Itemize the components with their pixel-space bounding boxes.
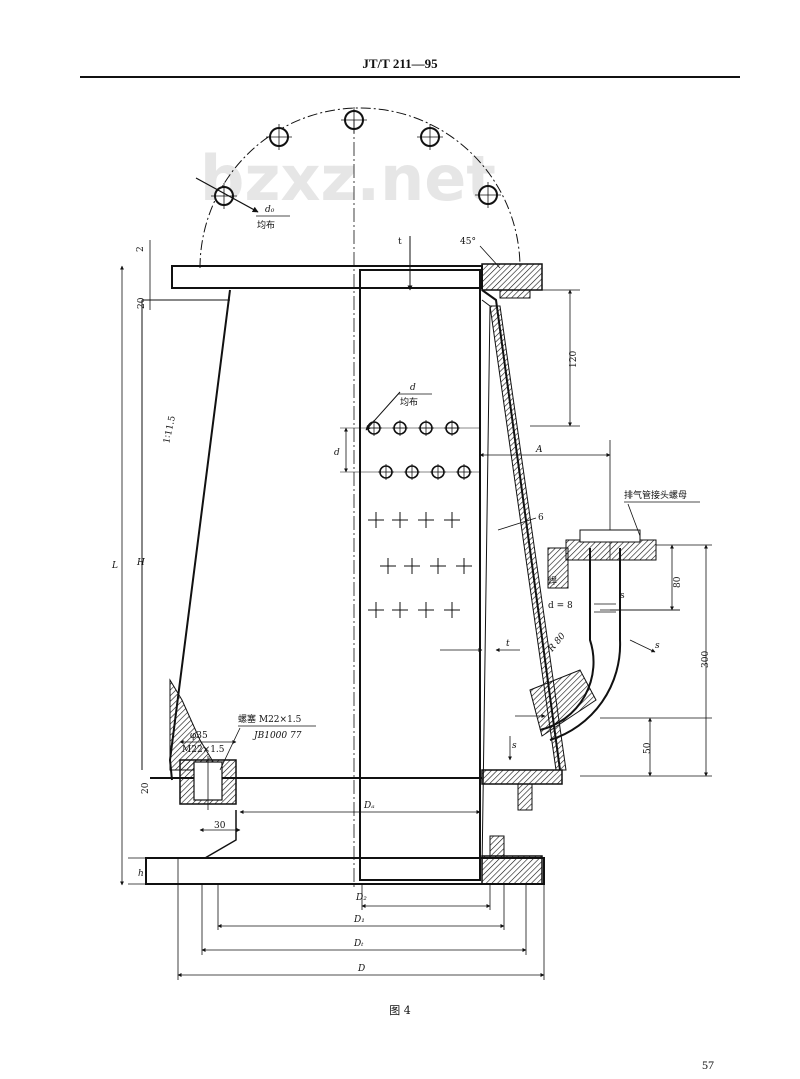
label-Dt: Dₜ (353, 939, 364, 949)
label-Da: Dₐ (363, 801, 375, 811)
label-angle-45: 45° (460, 237, 476, 247)
label-dim-t-top: t (398, 237, 402, 247)
standard-header: JT/T 211—95 (362, 56, 438, 71)
label-weld-seam: 焊 (548, 575, 557, 587)
bottom-flange (145, 857, 545, 885)
hole-cross-marks (368, 512, 472, 618)
label-dim-300: 300 (701, 651, 711, 668)
label-m22: M22×1.5 (182, 745, 225, 755)
label-D1: D₁ (353, 915, 365, 925)
label-D2: D₂ (355, 893, 367, 903)
label-dim-L: L (111, 561, 118, 571)
label-dim-H: H (136, 558, 145, 568)
page-number: 57 (702, 1058, 714, 1072)
figure-caption: 图 4 (389, 1004, 411, 1017)
label-part-6: 6 (538, 513, 544, 523)
label-plug-note: 螺塞 M22×1.5 (238, 713, 302, 725)
watermark-text: bzxz.net (200, 142, 496, 215)
label-dim-20-bottom: 20 (141, 782, 151, 794)
label-dim-h: h (138, 869, 144, 879)
exhaust-nut (565, 539, 657, 561)
label-bolt-hole-dia: d₀ (265, 205, 275, 215)
label-plug-std: JB1000 77 (252, 731, 302, 741)
outer-wall-right (489, 305, 567, 771)
label-uniform-mid: 均布 (400, 396, 418, 408)
inner-pipe (359, 269, 481, 881)
label-dim-s-top: s (620, 591, 625, 601)
label-dim-120: 120 (569, 351, 579, 368)
label-dim-30: 30 (214, 821, 226, 831)
label-taper: 1∶11.5 (162, 415, 178, 445)
label-hole-dia: d (410, 383, 416, 393)
label-hole-pitch: d (334, 448, 340, 458)
label-dim-A: A (535, 445, 543, 455)
label-dim-50: 50 (643, 742, 653, 754)
label-dim-t: t (506, 639, 510, 649)
label-exhaust-note: 排气管接头螺母 (624, 489, 687, 501)
header-rule (80, 76, 740, 78)
label-phi35: φ35 (190, 731, 208, 741)
label-dim-s-bottom: s (512, 741, 517, 751)
label-dim-s: s (655, 641, 660, 651)
label-d-eq-8: d = 8 (548, 601, 573, 611)
bottom-side-flange (481, 769, 563, 785)
label-dim-80: 80 (673, 576, 683, 588)
label-dim-2: 2 (136, 246, 146, 252)
label-uniform-top: 均布 (257, 219, 275, 231)
label-D: D (357, 964, 365, 974)
